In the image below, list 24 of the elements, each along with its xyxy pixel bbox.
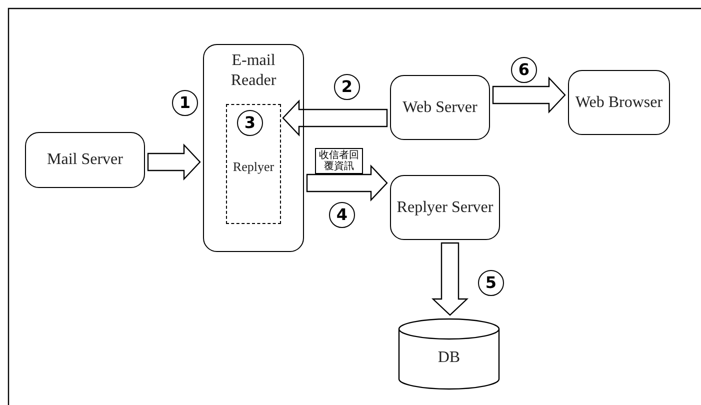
server-box	[25, 132, 145, 188]
node-label: Web Browser	[574, 93, 664, 113]
edge-label: 收信者回覆資訊	[315, 148, 363, 174]
step-number: 4	[329, 202, 355, 228]
node-label: Replyer	[232, 159, 276, 176]
block-arrow	[282, 99, 388, 137]
block-arrow	[431, 242, 469, 316]
database-cylinder	[398, 318, 500, 390]
step-number: 1	[172, 90, 198, 116]
block-arrow	[306, 164, 388, 202]
block-arrow	[492, 76, 566, 114]
step-number: 6	[511, 57, 537, 83]
node-label: DB	[436, 348, 462, 368]
node-label: Web Server	[402, 98, 478, 118]
server-box	[568, 70, 670, 135]
step-number: 5	[478, 270, 504, 296]
server-box	[390, 175, 500, 240]
node-label: E-mail Reader	[230, 51, 278, 91]
step-number: 2	[334, 74, 360, 100]
node-label: Mail Server	[46, 150, 124, 170]
step-number: 3	[237, 110, 263, 136]
node-label: Replyer Server	[396, 198, 494, 218]
server-box	[390, 75, 490, 140]
block-arrow	[147, 143, 201, 181]
